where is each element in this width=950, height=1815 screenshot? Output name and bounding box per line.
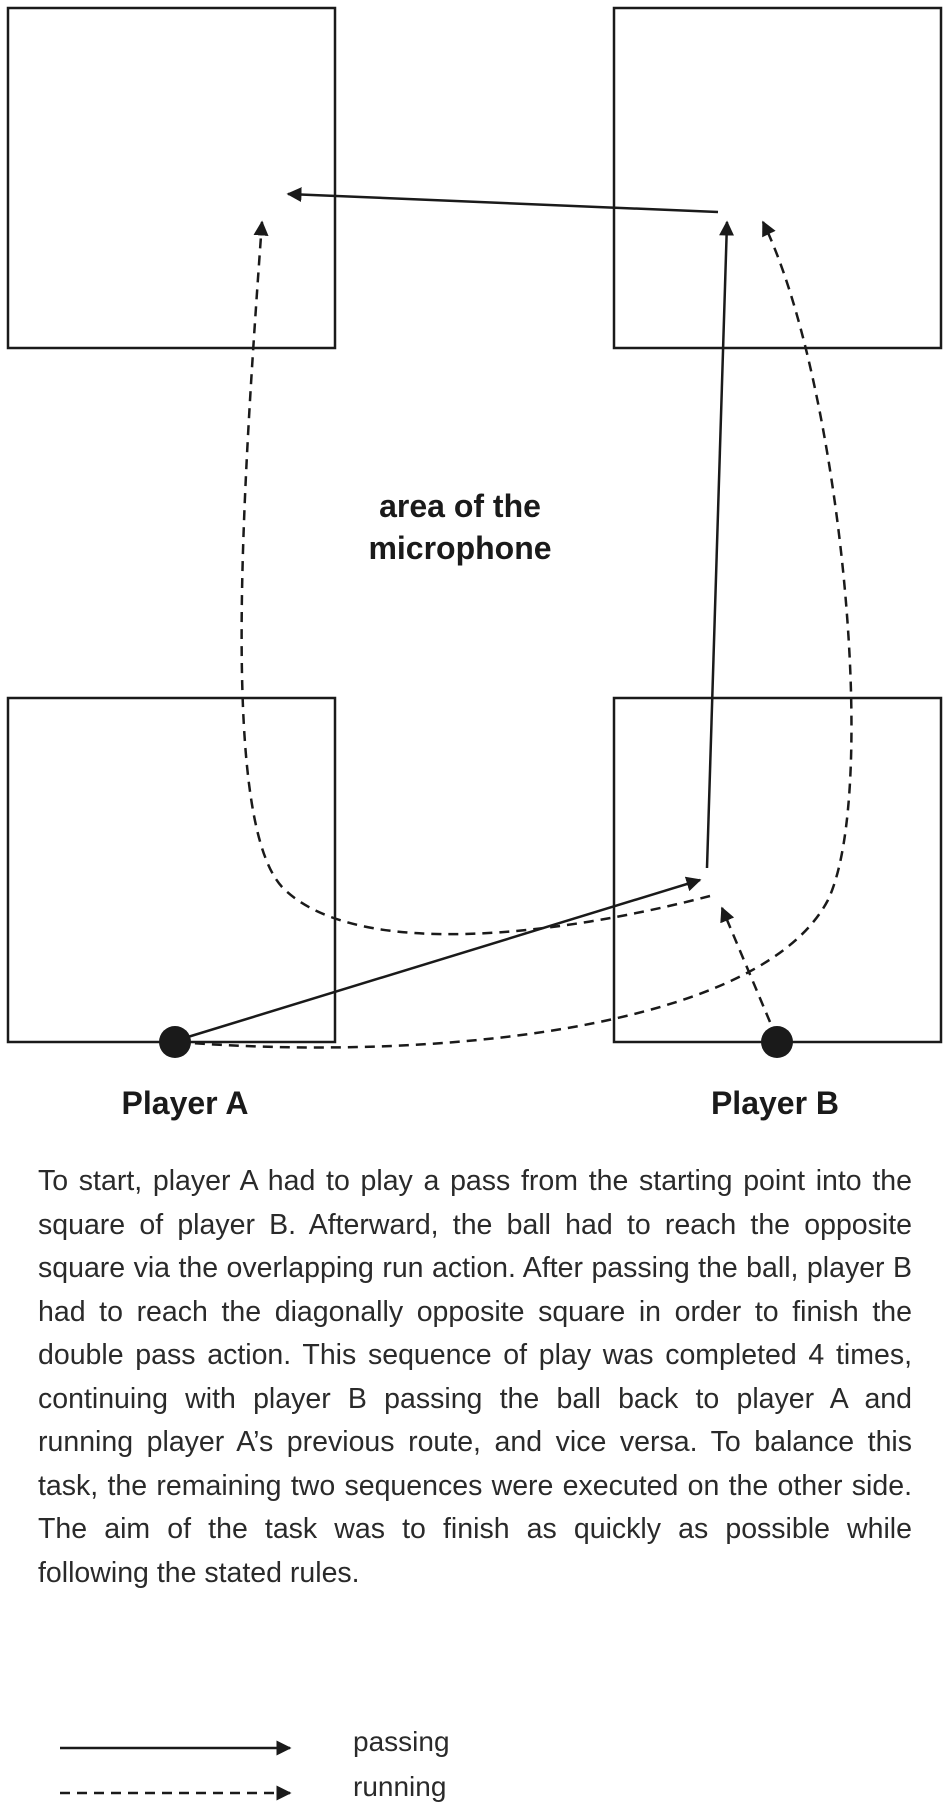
task-description: To start, player A had to play a pass fr… — [38, 1165, 912, 1589]
pass-top-across — [286, 187, 719, 214]
legend-running-label: running — [353, 1771, 447, 1802]
player-b-label: Player B — [710, 1085, 840, 1121]
square-bottom-left — [6, 696, 337, 1044]
area-label-line2: microphone — [368, 530, 552, 566]
pass-up-right — [705, 220, 735, 869]
drill-diagram — [6, 6, 943, 1058]
square-top-left — [6, 6, 337, 350]
run-b-short — [720, 906, 772, 1023]
legend-running: running — [58, 1771, 478, 1815]
player-a-label: Player A — [121, 1085, 249, 1121]
run-a-to-top-right — [177, 220, 853, 1049]
legend-passing-label: passing — [353, 1726, 450, 1757]
area-label-line1: area of the — [379, 488, 541, 524]
square-bottom-right — [612, 696, 943, 1044]
player-a-marker — [159, 1026, 191, 1058]
player-b-marker — [761, 1026, 793, 1058]
pass-a-to-b-square — [177, 876, 702, 1042]
area-of-microphone-label: area of the microphone — [340, 485, 580, 569]
legend-running-arrow — [60, 1785, 292, 1801]
legend-passing: passing — [58, 1726, 478, 1770]
square-top-right — [612, 6, 943, 350]
run-b-to-top-left — [240, 220, 711, 936]
legend-passing-arrow — [60, 1740, 292, 1756]
